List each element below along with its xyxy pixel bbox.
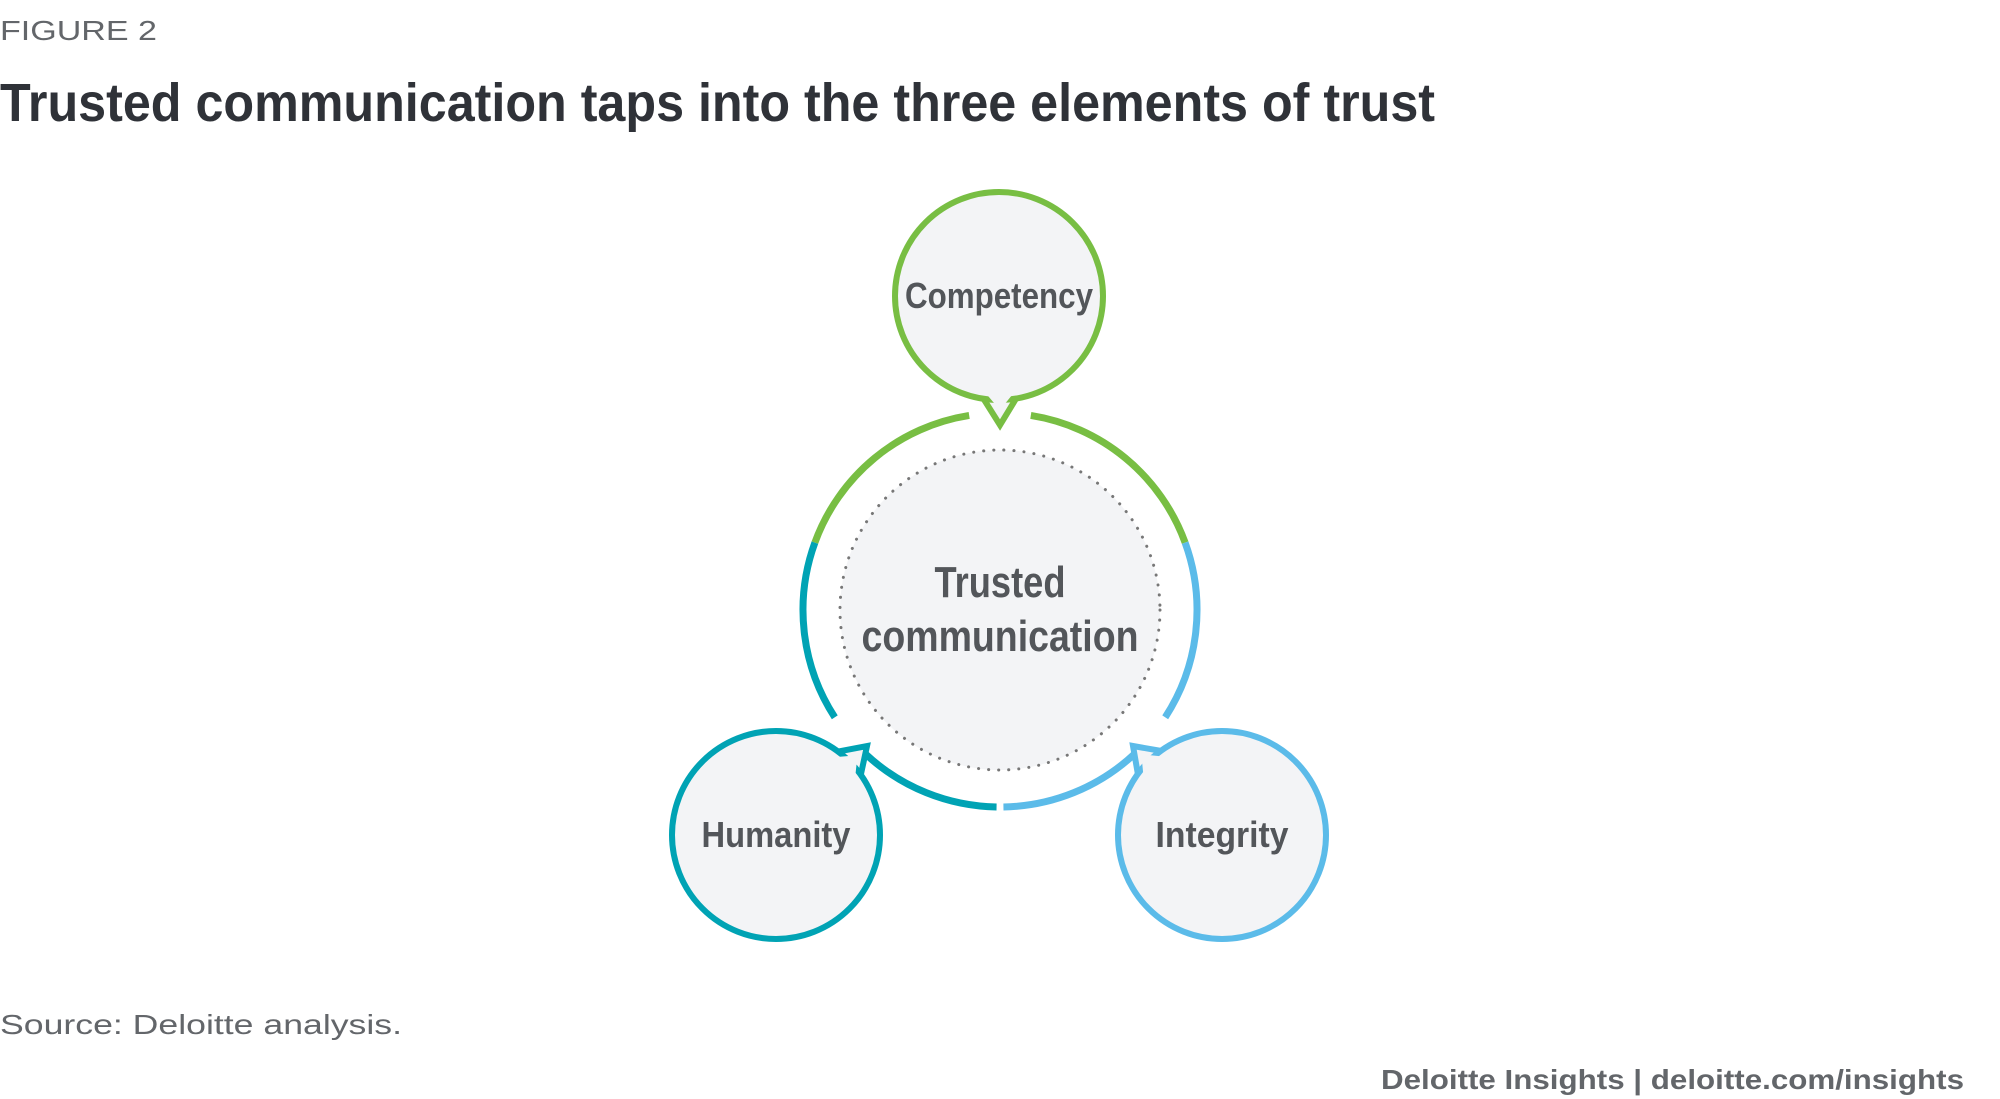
brand-footer: Deloitte Insights | deloitte.com/insight… (1381, 1064, 1964, 1095)
element-bubble-integrity: Integrity (1115, 728, 1329, 942)
source-note: Source: Deloitte analysis. (0, 1009, 402, 1040)
element-label: Integrity (1156, 814, 1289, 855)
ring-arc-integrity (1003, 751, 1137, 811)
figure-label: FIGURE 2 (0, 15, 157, 46)
ring-arc-humanity (799, 541, 838, 720)
ring-arc-competency (1030, 411, 1189, 544)
element-bubble-humanity: Humanity (669, 728, 883, 942)
ring-arc-humanity (863, 751, 997, 811)
center-label-line1: Trusted (935, 558, 1066, 607)
center-circle (838, 448, 1162, 772)
ring-arc-competency (811, 411, 970, 544)
center-label-line2: communication (862, 612, 1139, 661)
element-label: Humanity (702, 814, 851, 855)
ring-arc-integrity (1162, 541, 1201, 720)
element-bubble-competency: Competency (892, 189, 1106, 431)
figure-title: Trusted communication taps into the thre… (0, 73, 1435, 133)
trust-ring (799, 411, 1201, 811)
element-label: Competency (905, 275, 1093, 316)
